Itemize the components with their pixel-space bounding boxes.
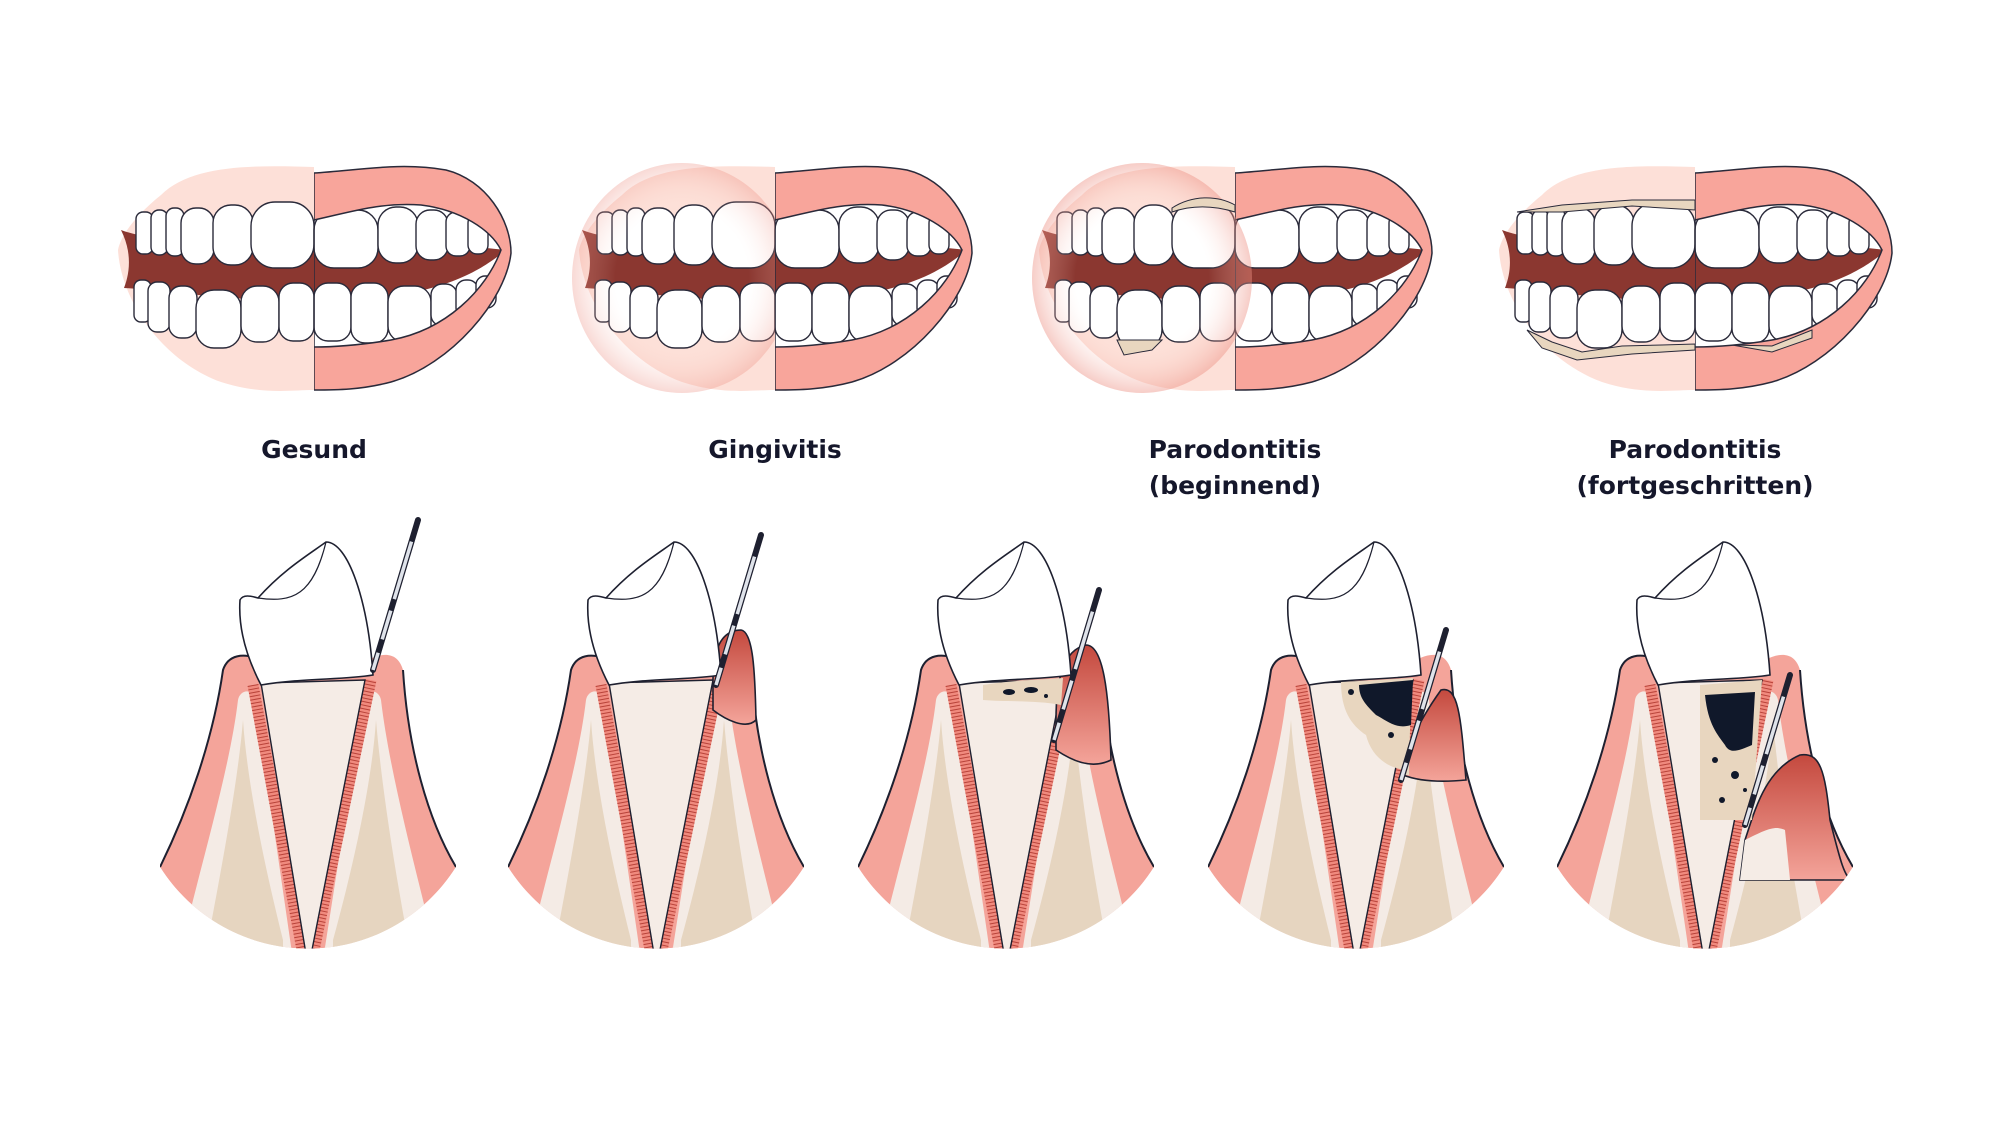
tartar-deposits [1516, 199, 1813, 361]
label-periodontitis-advanced-line2: (fortgeschritten) [1576, 471, 1813, 500]
mouth-periodontitis-advanced [1499, 166, 1892, 391]
tooth-section-gingivitis [508, 535, 804, 990]
plaque-spots [1348, 689, 1394, 738]
plaque-spots [1712, 757, 1747, 803]
mouth-gingivitis [572, 163, 972, 393]
plaque-patch [1705, 692, 1755, 751]
probe-icon [373, 520, 418, 670]
plaque-spots [1003, 687, 1048, 698]
label-healthy: Gesund [261, 435, 367, 464]
label-periodontitis-early-line1: Parodontitis [1149, 435, 1322, 464]
tooth-section-healthy [160, 520, 456, 990]
tartar-deposits [1116, 197, 1236, 356]
tartar-deposit [983, 678, 1063, 705]
tooth-section-periodontitis-start [858, 541, 1154, 990]
mouth-healthy [118, 166, 511, 391]
plaque-patch [1359, 680, 1413, 727]
label-periodontitis-advanced-line1: Parodontitis [1609, 435, 1782, 464]
label-periodontitis-early-line2: (beginnend) [1149, 471, 1321, 500]
mouth-periodontitis-early [1032, 163, 1432, 393]
tooth-section-periodontitis-early [1208, 541, 1504, 990]
label-gingivitis: Gingivitis [708, 435, 842, 464]
tooth-section-periodontitis-advanced [1557, 541, 1853, 990]
